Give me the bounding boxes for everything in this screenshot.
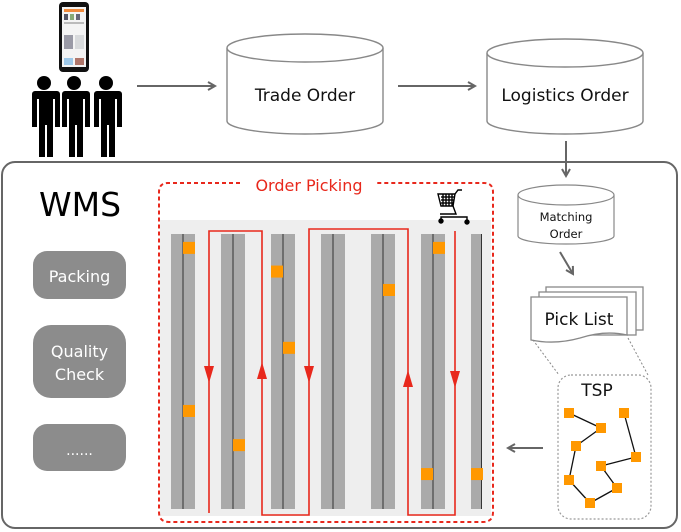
pick-item [421,468,433,481]
matching-order-line1: Matching [540,210,593,224]
tsp-node [631,452,641,462]
tsp-label: TSP [580,381,612,401]
logistics-order-db: Logistics Order [486,38,644,135]
tsp-node [571,441,581,451]
module-more[interactable]: ...... [33,424,126,471]
tsp-graph [564,408,641,508]
tsp-node [596,423,606,433]
pick-items [183,241,483,481]
logistics-order-label: Logistics Order [501,86,628,106]
route-arrow-down [304,366,314,383]
zoom-line-left [532,339,560,376]
wms-title: WMS [39,185,121,224]
arrow-matching-to-picklist [559,251,573,274]
shopping-cart-icon [437,189,470,225]
pick-list-document: Pick List [530,286,644,343]
pick-item [283,341,295,354]
route-arrow-down [204,366,214,383]
shelves [171,234,482,509]
trade-order-label: Trade Order [254,86,355,106]
matching-order-line2: Order [550,227,583,241]
route-arrows [204,362,460,388]
pick-item [433,241,445,254]
pick-item [383,283,395,296]
pick-item [471,468,483,481]
tsp-node [564,408,574,418]
trade-order-db: Trade Order [226,33,384,135]
matching-order-db: Matching Order [517,184,615,245]
module-packing-label: Packing [49,267,111,286]
module-quality-line2: Check [55,365,105,384]
people-group-icon [31,76,122,157]
tsp-node [564,475,574,485]
pick-item [183,241,195,254]
tsp-node [585,498,595,508]
pick-list-label: Pick List [545,310,614,330]
route-arrow-down [450,371,460,388]
pick-item [271,265,283,278]
tsp-node [596,461,606,471]
module-quality-line1: Quality [51,342,108,361]
route-arrow-up [403,370,413,387]
module-packing[interactable]: Packing [33,251,126,299]
tsp-node [612,483,622,493]
pick-item [233,439,245,452]
module-quality-check[interactable]: Quality Check [33,325,126,398]
tsp-node [619,408,629,418]
pick-item [183,404,195,417]
order-picking-title: Order Picking [255,176,362,195]
route-arrow-up [257,362,267,379]
module-more-label: ...... [66,443,93,459]
zoom-line-right [627,337,649,376]
smartphone-icon [59,2,89,72]
shelf [471,234,482,509]
